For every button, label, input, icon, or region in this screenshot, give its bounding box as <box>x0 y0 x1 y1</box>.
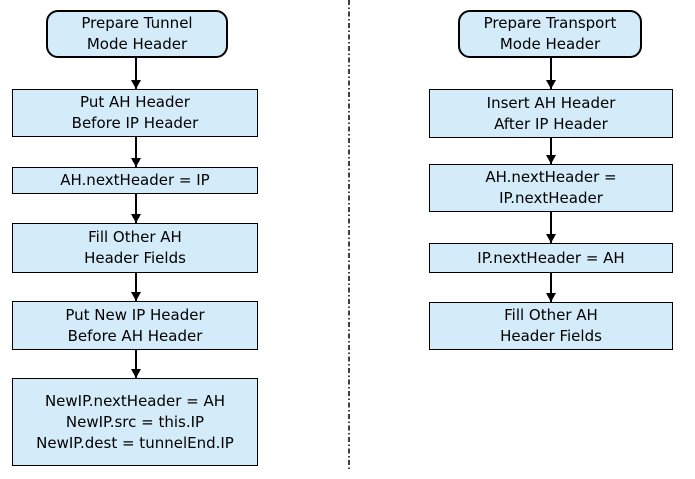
flow-node-prepare-transport-mode-header: Prepare Transport Mode Header <box>458 10 642 58</box>
flow-node-ah-nextheader-ip: AH.nextHeader = IP <box>12 167 258 194</box>
arrow-down-icon <box>135 273 137 301</box>
arrow-down-icon <box>550 58 552 89</box>
arrow-down-icon <box>135 350 137 378</box>
flow-node-newip-assignments: NewIP.nextHeader = AH NewIP.src = this.I… <box>12 378 258 466</box>
arrow-down-icon <box>135 137 137 167</box>
arrow-down-icon <box>550 273 552 302</box>
flow-node-put-ah-header-before-ip-header: Put AH Header Before IP Header <box>12 89 258 137</box>
flow-node-put-new-ip-header-before-ah-header: Put New IP Header Before AH Header <box>12 301 258 350</box>
flow-node-fill-other-ah-header-fields-right: Fill Other AH Header Fields <box>429 302 673 350</box>
arrow-down-icon <box>550 138 552 164</box>
arrow-down-icon <box>135 194 137 223</box>
flow-node-ah-nextheader-ip-nextheader: AH.nextHeader = IP.nextHeader <box>429 164 673 212</box>
flow-node-fill-other-ah-header-fields-left: Fill Other AH Header Fields <box>12 223 258 273</box>
divider-dash-dot-line <box>348 0 350 470</box>
arrow-down-icon <box>550 212 552 243</box>
flow-node-prepare-tunnel-mode-header: Prepare Tunnel Mode Header <box>46 10 228 58</box>
flow-node-ip-nextheader-ah: IP.nextHeader = AH <box>429 243 673 273</box>
flow-node-insert-ah-header-after-ip-header: Insert AH Header After IP Header <box>429 89 673 138</box>
arrow-down-icon <box>135 58 137 89</box>
